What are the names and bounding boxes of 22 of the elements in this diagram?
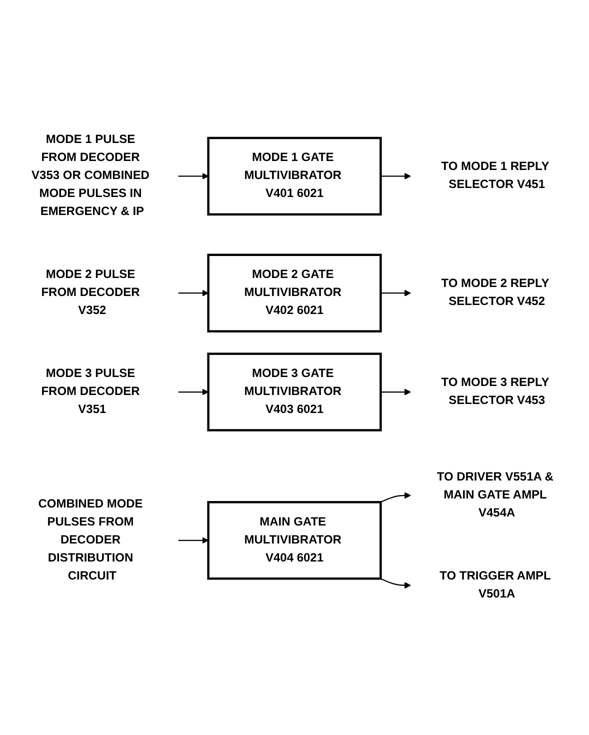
arrow bbox=[178, 388, 209, 396]
node-text: MODE 2 PULSE FROM DECODER V352 bbox=[41, 268, 140, 318]
node-box: MODE 1 GATE MULTIVIBRATOR V401 6021 bbox=[207, 137, 382, 216]
node-text: COMBINED MODE PULSES FROM DECODER DISTRIBUTION CIRCUIT bbox=[38, 498, 143, 583]
node-text: TO TRIGGER AMPL V501A bbox=[440, 570, 551, 601]
node-text: TO MODE 1 REPLY SELECTOR V451 bbox=[441, 160, 550, 192]
arrow bbox=[380, 492, 411, 503]
arrow bbox=[178, 173, 209, 180]
arrow bbox=[178, 290, 209, 297]
node-box: MODE 3 GATE MULTIVIBRATOR V403 6021 bbox=[207, 352, 382, 432]
arrow bbox=[178, 537, 209, 544]
node-text: TO MODE 3 REPLY SELECTOR V453 bbox=[441, 376, 550, 408]
node-text: TO MODE 2 REPLY SELECTOR V452 bbox=[441, 278, 550, 308]
arrow bbox=[380, 173, 411, 180]
arrow bbox=[380, 578, 411, 589]
node-box: MODE 2 GATE MULTIVIBRATOR V402 6021 bbox=[207, 254, 382, 333]
arrow bbox=[380, 290, 411, 297]
node-text: TO DRIVER V551A & MAIN GATE AMPL V454A bbox=[436, 470, 554, 520]
node-text: MODE 1 PULSE FROM DECODER V353 OR COMBINED MODE PULSES IN EMERGENCY & IP bbox=[32, 134, 150, 218]
node-text: MODE 3 PULSE FROM DECODER V351 bbox=[41, 368, 140, 416]
arrow bbox=[380, 388, 411, 396]
node-box: MAIN GATE MULTIVIBRATOR V404 6021 bbox=[207, 501, 382, 580]
